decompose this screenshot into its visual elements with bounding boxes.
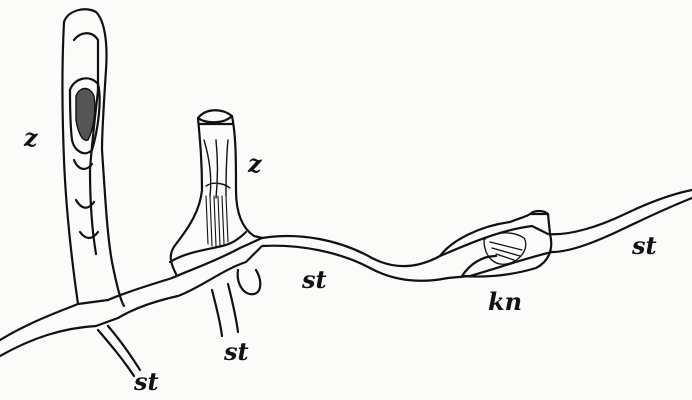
stolon-knob [238, 270, 261, 294]
stolon-lower-outline [0, 198, 692, 356]
zooid-center-rim [198, 116, 232, 124]
label-zooid-center: z [248, 152, 262, 176]
label-stolon-middle: st [302, 268, 327, 292]
zooid-left-organ [76, 89, 95, 141]
label-bud: kn [488, 290, 522, 314]
zooid-center-organ [204, 140, 230, 198]
zooid-left-outline-a [63, 9, 125, 306]
label-stolon-right: st [632, 234, 657, 258]
zooid-left-inner-c [74, 160, 98, 238]
label-zooid-left: z [24, 126, 38, 150]
stolon-upper-outline [0, 190, 692, 340]
label-stolon-bottom-left: st [134, 370, 159, 394]
zooid-center-lines [206, 196, 228, 246]
stolon-branch-bottom-center [212, 284, 238, 336]
label-stolon-bottom-center: st [224, 340, 249, 364]
bud-organ [484, 233, 526, 264]
